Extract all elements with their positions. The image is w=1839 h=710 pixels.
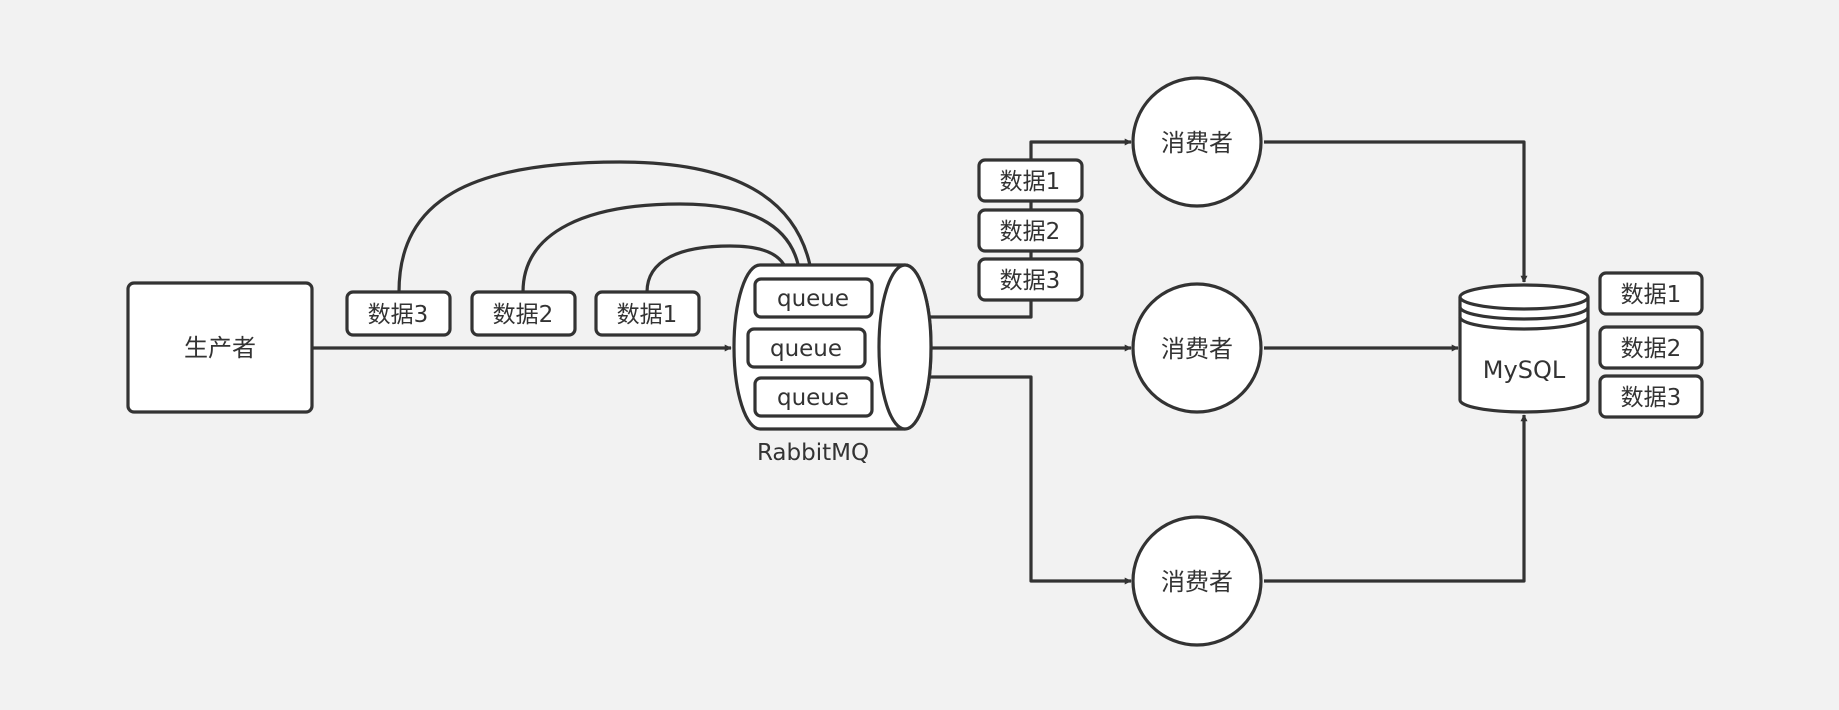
producer-label: 生产者 <box>184 334 256 362</box>
stored-record: 数据1 <box>1598 271 1704 316</box>
consumer-label: 消费者 <box>1161 568 1233 596</box>
edge-rabbitmq-to-consumer-bottom <box>930 375 1132 585</box>
dispatched-item-label: 数据3 <box>1000 268 1061 294</box>
dispatched-item-label: 数据1 <box>1000 169 1061 195</box>
stored-record-label: 数据3 <box>1621 385 1682 411</box>
in-flight-item: 数据1 <box>594 290 701 337</box>
mysql-cylinder-body <box>1458 297 1590 414</box>
queue-item: queue <box>753 277 874 319</box>
producer-node: 生产者 <box>126 281 314 414</box>
stored-record-label: 数据2 <box>1621 336 1682 362</box>
in-flight-item-label: 数据3 <box>368 302 429 328</box>
edge-data1-to-queue <box>645 244 791 293</box>
consumer-label: 消费者 <box>1161 129 1233 157</box>
queue-label: queue <box>770 336 842 362</box>
edge-consumer-bottom-to-mysql <box>1264 414 1528 583</box>
in-flight-item-label: 数据2 <box>493 302 554 328</box>
stored-record: 数据2 <box>1598 325 1704 370</box>
consumer-node: 消费者 <box>1131 515 1263 647</box>
stored-record: 数据3 <box>1598 374 1704 419</box>
dispatched-item: 数据1 <box>977 158 1084 203</box>
in-flight-item: 数据3 <box>345 290 452 337</box>
queue-item: queue <box>753 376 874 418</box>
queue-label: queue <box>777 385 849 411</box>
queue-label: queue <box>777 286 849 312</box>
mysql-label: MySQL <box>1483 356 1566 384</box>
queue-item: queue <box>746 327 867 369</box>
dispatched-item: 数据3 <box>977 257 1084 302</box>
edge-data2-to-queue <box>521 202 803 293</box>
edge-data3-to-queue <box>397 160 815 293</box>
in-flight-item: 数据2 <box>470 290 577 337</box>
dispatched-item: 数据2 <box>977 208 1084 253</box>
dispatched-data: 数据1 数据2 数据3 <box>977 158 1084 302</box>
mysql-node: MySQL <box>1458 283 1590 414</box>
consumer-label: 消费者 <box>1161 335 1233 363</box>
edge-consumer-top-to-mysql <box>1264 140 1528 283</box>
rabbitmq-node: queue queue queue RabbitMQ <box>732 263 933 466</box>
dispatched-item-label: 数据2 <box>1000 219 1061 245</box>
stored-record-label: 数据1 <box>1621 282 1682 308</box>
consumer-node: 消费者 <box>1131 282 1263 414</box>
rabbitmq-cylinder-end <box>877 263 933 431</box>
consumer-node: 消费者 <box>1131 76 1263 208</box>
in-flight-item-label: 数据1 <box>617 302 678 328</box>
in-flight-data: 数据3 数据2 数据1 <box>345 290 701 337</box>
stored-records: 数据1 数据2 数据3 <box>1598 271 1704 419</box>
rabbitmq-label: RabbitMQ <box>757 440 869 466</box>
